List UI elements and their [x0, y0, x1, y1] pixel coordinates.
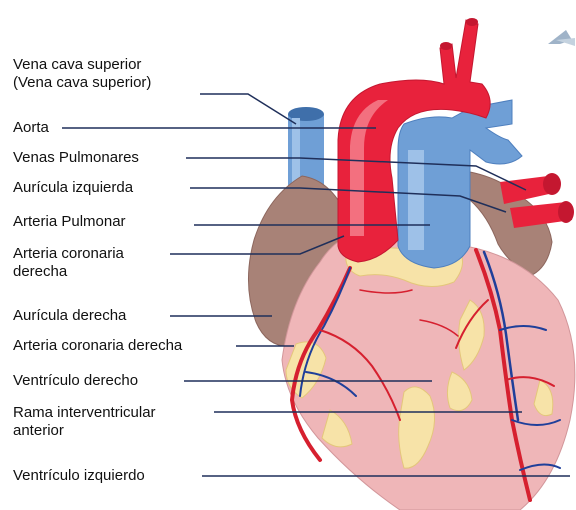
label-line: Vena cava superior	[13, 56, 151, 74]
label-line: Ventrículo izquierdo	[13, 467, 145, 485]
label-line: Arteria coronaria	[13, 245, 124, 263]
label-arteria-coronaria-derecha-1: Arteria coronaria derecha	[13, 245, 124, 281]
label-aorta: Aorta	[13, 119, 49, 137]
label-vena-cava-superior: Vena cava superior (Vena cava superior)	[13, 56, 151, 92]
label-line: Aorta	[13, 119, 49, 137]
label-line: (Vena cava superior)	[13, 74, 151, 92]
label-rama-interventricular-anterior: Rama interventricular anterior	[13, 404, 156, 440]
label-line: derecha	[13, 263, 124, 281]
label-auricula-izquierda: Aurícula izquierda	[13, 179, 133, 197]
label-line: Rama interventricular	[13, 404, 156, 422]
label-line: Aurícula izquierda	[13, 179, 133, 197]
label-ventriculo-derecho: Ventrículo derecho	[13, 372, 138, 390]
label-line: anterior	[13, 422, 156, 440]
label-arteria-coronaria-derecha-2: Arteria coronaria derecha	[13, 337, 182, 355]
label-line: Arteria coronaria derecha	[13, 337, 182, 355]
label-auricula-derecha: Aurícula derecha	[13, 307, 126, 325]
label-line: Ventrículo derecho	[13, 372, 138, 390]
leader-vena-cava	[200, 94, 296, 124]
diagram-logo-icon	[548, 30, 575, 46]
label-arteria-pulmonar: Arteria Pulmonar	[13, 213, 126, 231]
label-venas-pulmonares: Venas Pulmonares	[13, 149, 139, 167]
label-ventriculo-izquierdo: Ventrículo izquierdo	[13, 467, 145, 485]
label-line: Arteria Pulmonar	[13, 213, 126, 231]
label-line: Aurícula derecha	[13, 307, 126, 325]
label-line: Venas Pulmonares	[13, 149, 139, 167]
